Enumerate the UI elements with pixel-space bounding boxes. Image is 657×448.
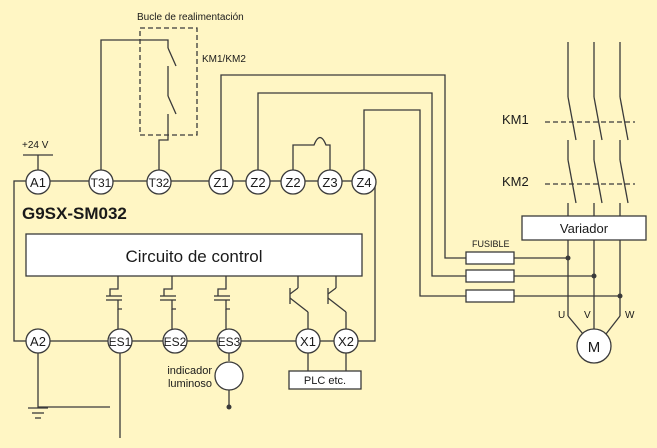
terminal-x2: X2 — [333, 328, 359, 354]
phase-u-label: U — [558, 310, 565, 321]
bottom-terminals: A2 ES1 ES2 ES3 X1 X2 — [25, 328, 359, 354]
terminal-es3: ES3 — [216, 328, 242, 354]
svg-text:Z1: Z1 — [213, 175, 228, 190]
km2-label: KM2 — [502, 174, 529, 189]
indicator-label-1: indicador — [167, 365, 212, 377]
terminal-a1: A1 — [25, 169, 51, 195]
indicator-label-2: luminoso — [168, 378, 212, 390]
terminal-t31: T31 — [88, 169, 114, 195]
svg-text:A1: A1 — [30, 175, 46, 190]
motor-label: M — [588, 339, 601, 356]
fuse-label: FUSIBLE — [472, 239, 510, 249]
t32-wire — [158, 114, 169, 170]
svg-text:T31: T31 — [91, 176, 112, 190]
fuse-3 — [465, 289, 515, 303]
control-circuit-box — [25, 233, 363, 277]
terminal-t32: T32 — [146, 169, 172, 195]
terminal-a2: A2 — [25, 328, 51, 354]
svg-text:ES3: ES3 — [218, 335, 241, 349]
phase-v-label: V — [584, 310, 591, 321]
svg-text:X2: X2 — [338, 334, 354, 349]
phase-w-label: W — [625, 310, 635, 321]
controller-model: G9SX-SM032 — [22, 204, 127, 223]
terminal-z2: Z2 — [280, 169, 306, 195]
plc-label: PLC etc. — [304, 375, 346, 387]
plc-box — [288, 370, 362, 390]
feedback-loop-label: Bucle de realimentación — [137, 12, 244, 23]
svg-text:T32: T32 — [149, 176, 170, 190]
supply-label: +24 V — [22, 140, 49, 151]
fuse-1 — [465, 251, 515, 265]
svg-text:Z2: Z2 — [285, 175, 300, 190]
controller-body — [13, 180, 376, 342]
terminal-x1: X1 — [295, 328, 321, 354]
svg-text:A2: A2 — [30, 334, 46, 349]
terminal-z4: Z4 — [351, 169, 377, 195]
drive-box — [521, 215, 647, 241]
svg-text:ES2: ES2 — [164, 335, 187, 349]
top-terminals: A1 T31 T32 Z1 Z2 Z2 Z3 Z4 — [25, 169, 377, 195]
terminal-z1: Z1 — [208, 169, 234, 195]
terminal-z3: Z3 — [317, 169, 343, 195]
t31-wire — [100, 39, 169, 170]
contactor-pair-label: KM1/KM2 — [202, 54, 246, 65]
svg-text:Z2: Z2 — [250, 175, 265, 190]
z4-wire — [363, 109, 466, 297]
km1-label: KM1 — [502, 112, 529, 127]
terminal-z2: Z2 — [245, 169, 271, 195]
drive-label: Variador — [560, 221, 609, 236]
svg-text:X1: X1 — [300, 334, 316, 349]
svg-text:Z3: Z3 — [322, 175, 337, 190]
z2-wire — [257, 92, 466, 277]
terminal-es1: ES1 — [107, 328, 133, 354]
terminal-es2: ES2 — [162, 328, 188, 354]
control-circuit-label: Circuito de control — [125, 247, 262, 266]
svg-text:ES1: ES1 — [109, 335, 132, 349]
indicator-lamp — [214, 361, 244, 391]
motor — [576, 328, 612, 364]
fuse-2 — [465, 269, 515, 283]
z1-wire — [220, 74, 466, 259]
svg-text:Z4: Z4 — [356, 175, 371, 190]
